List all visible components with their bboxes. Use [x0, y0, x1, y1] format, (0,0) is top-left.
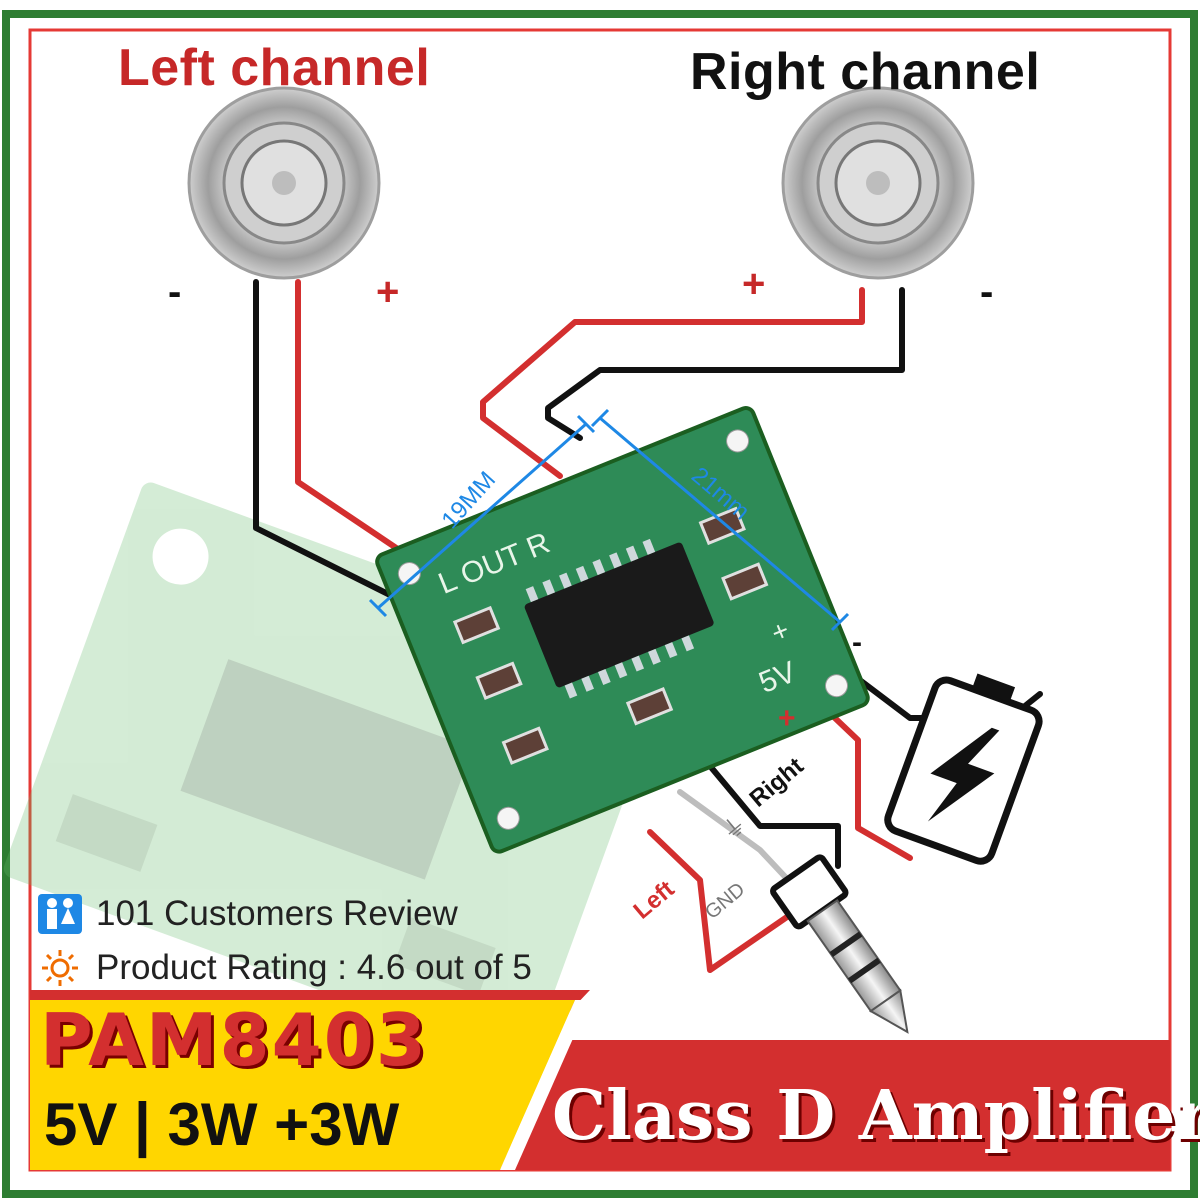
right-speaker-minus-wire [545, 287, 905, 441]
specs-text: 5V | 3W +3W [44, 1091, 400, 1158]
left-speaker-plus-label: + [376, 270, 400, 314]
length-dimension-line [590, 408, 850, 632]
banner-divider [500, 1000, 590, 1170]
rating-line: Product Rating : 4.6 out of 5 [38, 948, 532, 988]
amplifier-subtitle: Class D Amplifier [552, 1076, 1200, 1156]
amplifier-chip [524, 542, 714, 688]
right-channel-title: Right channel [690, 43, 1041, 101]
people-icon [38, 894, 82, 934]
amplifier-board: L OUT R 5V + [375, 406, 870, 854]
page-frame [2, 10, 1198, 1198]
sun-icon [38, 948, 82, 988]
left-channel-title: Left channel [118, 39, 431, 97]
width-dimension-line [368, 414, 596, 618]
input-gnd-wire [677, 789, 793, 885]
specs-banner-yellow [30, 1000, 575, 1170]
battery-icon [884, 673, 1043, 865]
reviews-line: 101 Customers Review [38, 894, 458, 934]
rating-text: Product Rating : 4.6 out of 5 [96, 948, 532, 987]
right-speaker-minus-label: - [980, 270, 994, 314]
left-speaker-minus-wire [253, 279, 423, 613]
model-title: PAM8403 [40, 998, 428, 1082]
input-left-wire [647, 829, 803, 973]
input-gnd-label: GND [701, 878, 749, 923]
right-speaker-icon [781, 86, 975, 280]
right-speaker-plus-wire [480, 287, 865, 479]
reviews-text: 101 Customers Review [96, 894, 458, 933]
input-left-label: Left [629, 876, 680, 925]
board-minus-label: - [852, 626, 862, 659]
left-speaker-minus-label: - [168, 270, 182, 314]
left-speaker-plus-wire [295, 279, 447, 583]
battery-plus-label: + [778, 702, 796, 735]
left-speaker-icon [187, 86, 381, 280]
audio-jack-icon [770, 854, 909, 1034]
right-speaker-plus-label: + [742, 262, 766, 306]
input-right-wire [702, 757, 841, 869]
subtitle-banner-red [500, 1040, 1170, 1170]
input-right-label: Right [745, 752, 809, 812]
